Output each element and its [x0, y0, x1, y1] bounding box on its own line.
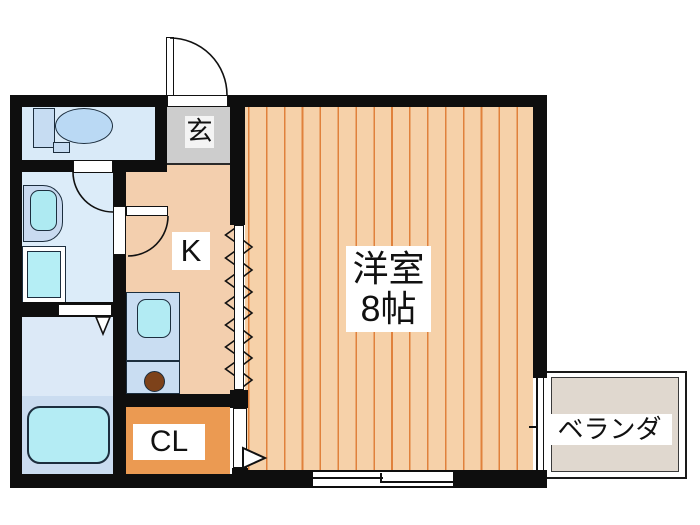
- wall: [113, 160, 167, 172]
- wall: [230, 390, 248, 408]
- toilet-flush-handle: [53, 142, 70, 153]
- wall: [232, 468, 248, 488]
- washing-machine-pan-inner: [27, 251, 61, 298]
- wall: [10, 474, 245, 488]
- toilet-door-opening: [73, 160, 113, 173]
- closet-label-text: CL: [149, 425, 189, 459]
- entrance-label: 玄: [185, 116, 214, 148]
- accordion-door-track: [233, 225, 244, 390]
- entrance-threshold: [167, 95, 228, 107]
- entrance-label-text: 玄: [186, 116, 213, 147]
- wall: [113, 172, 126, 206]
- washbasin-sink: [30, 190, 57, 231]
- western-room-name: 洋室: [352, 247, 425, 289]
- sliding-window-panel: [313, 477, 383, 479]
- bathroom-washing-floor: [22, 317, 113, 396]
- kitchen-door-leaf: [126, 206, 168, 216]
- balcony-window-pane: [542, 378, 545, 470]
- balcony-label-text: ベランダ: [557, 413, 662, 444]
- bathtub: [27, 406, 110, 464]
- toilet-bowl: [55, 108, 113, 144]
- kitchen-counter-divider: [126, 360, 180, 362]
- closet-label: CL: [133, 424, 205, 460]
- wall: [113, 255, 126, 394]
- wall: [230, 95, 245, 225]
- kitchen-label-text: K: [180, 232, 202, 268]
- bathroom-door-opening: [58, 304, 112, 316]
- wall: [533, 95, 547, 378]
- wall: [10, 160, 73, 172]
- western-room-size: 8帖: [360, 288, 417, 329]
- wall: [113, 407, 126, 475]
- wall: [113, 394, 233, 407]
- wall: [453, 470, 547, 488]
- wall: [228, 95, 547, 107]
- balcony-label: ベランダ: [547, 414, 672, 445]
- toilet-tank: [33, 108, 55, 148]
- balcony-window-pane: [536, 378, 538, 470]
- burner: [143, 370, 165, 392]
- sliding-window-tick: [380, 472, 382, 483]
- entrance-door-arc: [169, 37, 228, 96]
- western-room-label: 洋室 8帖: [346, 246, 431, 332]
- entrance-door-leaf: [166, 37, 174, 96]
- sliding-window-panel: [381, 481, 453, 483]
- kitchen-label: K: [172, 232, 210, 270]
- wall: [10, 95, 167, 107]
- closet-passage-opening: [233, 408, 247, 468]
- wall: [10, 95, 22, 488]
- wall: [244, 470, 313, 488]
- sliding-window-bottom: [313, 470, 453, 488]
- kitchen-door-opening: [113, 206, 126, 255]
- balcony-window-tick: [529, 426, 537, 428]
- kitchen-sink: [137, 299, 171, 338]
- wall: [155, 95, 167, 172]
